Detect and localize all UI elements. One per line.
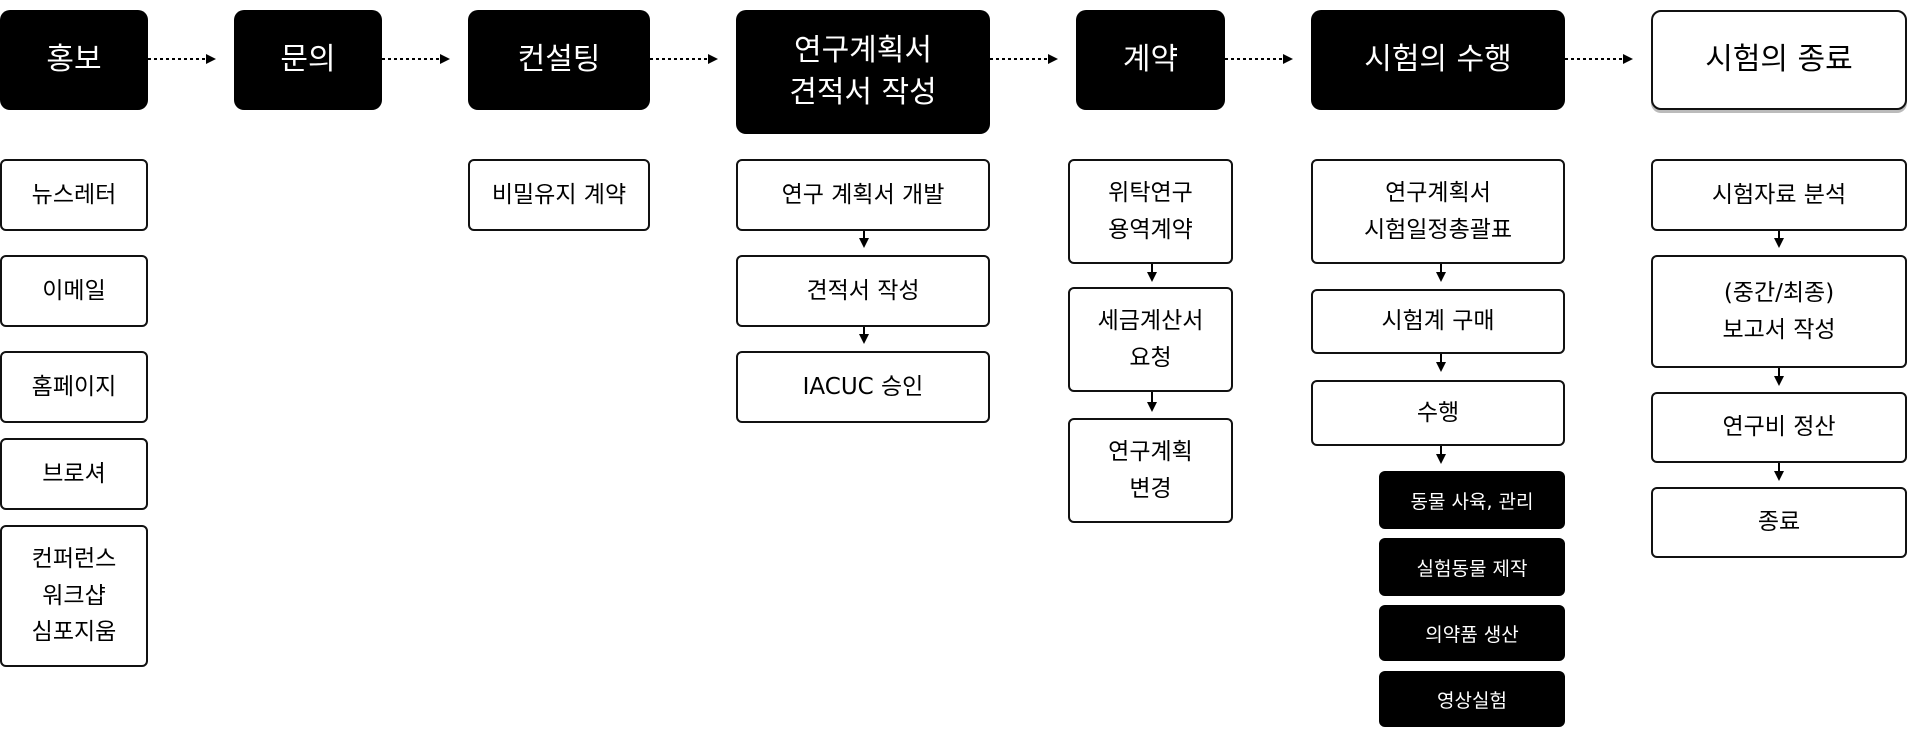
stage-header-contract: 계약: [1076, 10, 1225, 110]
closing-item: (중간/최종) 보고서 작성: [1651, 255, 1907, 368]
closing-item: 시험자료 분석: [1651, 159, 1907, 231]
stage-header-inquiry: 문의: [234, 10, 382, 110]
promo-item: 브로셔: [0, 438, 148, 510]
promo-item: 컨퍼런스 워크샵 심포지움: [0, 525, 148, 667]
promo-item: 홈페이지: [0, 351, 148, 423]
execution-sub-item: 실험동물 제작: [1379, 538, 1565, 596]
consulting-item: 비밀유지 계약: [468, 159, 650, 231]
promo-item: 뉴스레터: [0, 159, 148, 231]
execution-item: 시험계 구매: [1311, 289, 1565, 354]
plan-item: IACUC 승인: [736, 351, 990, 423]
stage-header-promo: 홍보: [0, 10, 148, 110]
stage-header-plan: 연구계획서 견적서 작성: [736, 10, 990, 134]
execution-item: 수행: [1311, 380, 1565, 446]
contract-item: 세금계산서 요청: [1068, 287, 1233, 392]
closing-item: 종료: [1651, 487, 1907, 558]
stage-header-closing: 시험의 종료: [1651, 10, 1907, 110]
plan-item: 연구 계획서 개발: [736, 159, 990, 231]
stage-header-execution: 시험의 수행: [1311, 10, 1565, 110]
execution-sub-item: 영상실험: [1379, 671, 1565, 727]
promo-item: 이메일: [0, 255, 148, 327]
plan-item: 견적서 작성: [736, 255, 990, 327]
execution-sub-item: 동물 사육, 관리: [1379, 471, 1565, 529]
contract-item: 연구계획 변경: [1068, 418, 1233, 523]
contract-item: 위탁연구 용역계약: [1068, 159, 1233, 264]
execution-item: 연구계획서 시험일정총괄표: [1311, 159, 1565, 264]
execution-sub-item: 의약품 생산: [1379, 605, 1565, 661]
closing-item: 연구비 정산: [1651, 392, 1907, 463]
stage-header-consulting: 컨설팅: [468, 10, 650, 110]
